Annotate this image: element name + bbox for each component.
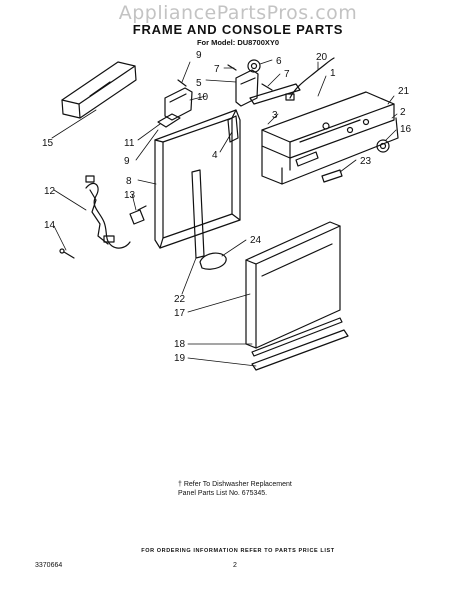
callout-12: 11: [124, 138, 135, 149]
page-number: 2: [233, 562, 237, 569]
watermark-text: AppliancePartsPros.com: [118, 2, 358, 24]
leader-lines: [51, 59, 398, 367]
part-7-screw: [227, 64, 273, 91]
callout-7a: 7: [214, 64, 220, 75]
callout-2: 2: [400, 107, 406, 118]
part-13-wire-harness: [85, 175, 131, 249]
callout-6: 6: [276, 56, 282, 67]
callout-9: 9: [196, 50, 202, 61]
footnote-line-2: Panel Parts List No. 675345.: [178, 490, 268, 497]
callout-20: 19: [174, 353, 186, 364]
callout-14: 13: [124, 190, 136, 201]
part-3-strip: [249, 83, 301, 105]
callout-25: 24: [250, 235, 262, 246]
part-21-wire-lead: [285, 57, 335, 101]
callout-17: 16: [400, 124, 412, 135]
callout-19: 18: [174, 339, 186, 350]
part-15-screw: [59, 248, 75, 259]
page-title: FRAME AND CONSOLE PARTS: [132, 22, 344, 37]
callout-1: 1: [330, 68, 336, 79]
callout-numbers: 9 7 5 10 6 7 20 1 21 2 16 3 15 11 9 4 8 …: [42, 50, 412, 364]
document-number: 3370664: [35, 562, 63, 569]
console-panel: [261, 91, 399, 185]
part-25-handle: [199, 252, 227, 270]
part-6-switch: [247, 59, 261, 73]
callout-22: 21: [398, 86, 410, 97]
callout-23: 22: [174, 294, 186, 305]
part-14-component: [129, 205, 147, 225]
part-23-side-strip: [191, 169, 205, 259]
callout-5: 5: [196, 78, 202, 89]
part-20-bottom-strip: [251, 329, 349, 371]
callout-15: 14: [44, 220, 56, 231]
callout-4: 4: [212, 150, 218, 161]
callout-7b: 7: [284, 69, 290, 80]
part-8-door-frame: [154, 109, 241, 249]
callout-24: 23: [360, 156, 372, 167]
footnote-line-1: † Refer To Dishwasher Replacement: [178, 481, 292, 488]
callout-21: 20: [316, 52, 328, 63]
part-5-bracket: [235, 69, 259, 107]
part-24-label: [321, 169, 343, 183]
part-12-clip: [157, 113, 181, 128]
callout-16: 15: [42, 138, 54, 149]
callout-13: 12: [44, 186, 56, 197]
part-16-bracket: [61, 61, 137, 119]
footnote: † Refer To Dishwasher Replacement Panel …: [178, 480, 292, 498]
callout-10: 9: [124, 156, 130, 167]
part-17-knob: [376, 139, 390, 153]
part-4-bracket: [227, 115, 239, 143]
part-11-hinge-bracket: [164, 87, 193, 121]
part-9-screw: [177, 79, 187, 87]
callout-18: 17: [174, 308, 186, 319]
part-19-trim: [251, 317, 343, 357]
callout-3: 3: [272, 110, 278, 121]
model-line: For Model: DU8700XY0: [196, 38, 280, 47]
callout-11: 10: [197, 92, 209, 103]
callout-8: 8: [126, 176, 132, 187]
ordering-note: FOR ORDERING INFORMATION REFER TO PARTS …: [141, 548, 335, 554]
